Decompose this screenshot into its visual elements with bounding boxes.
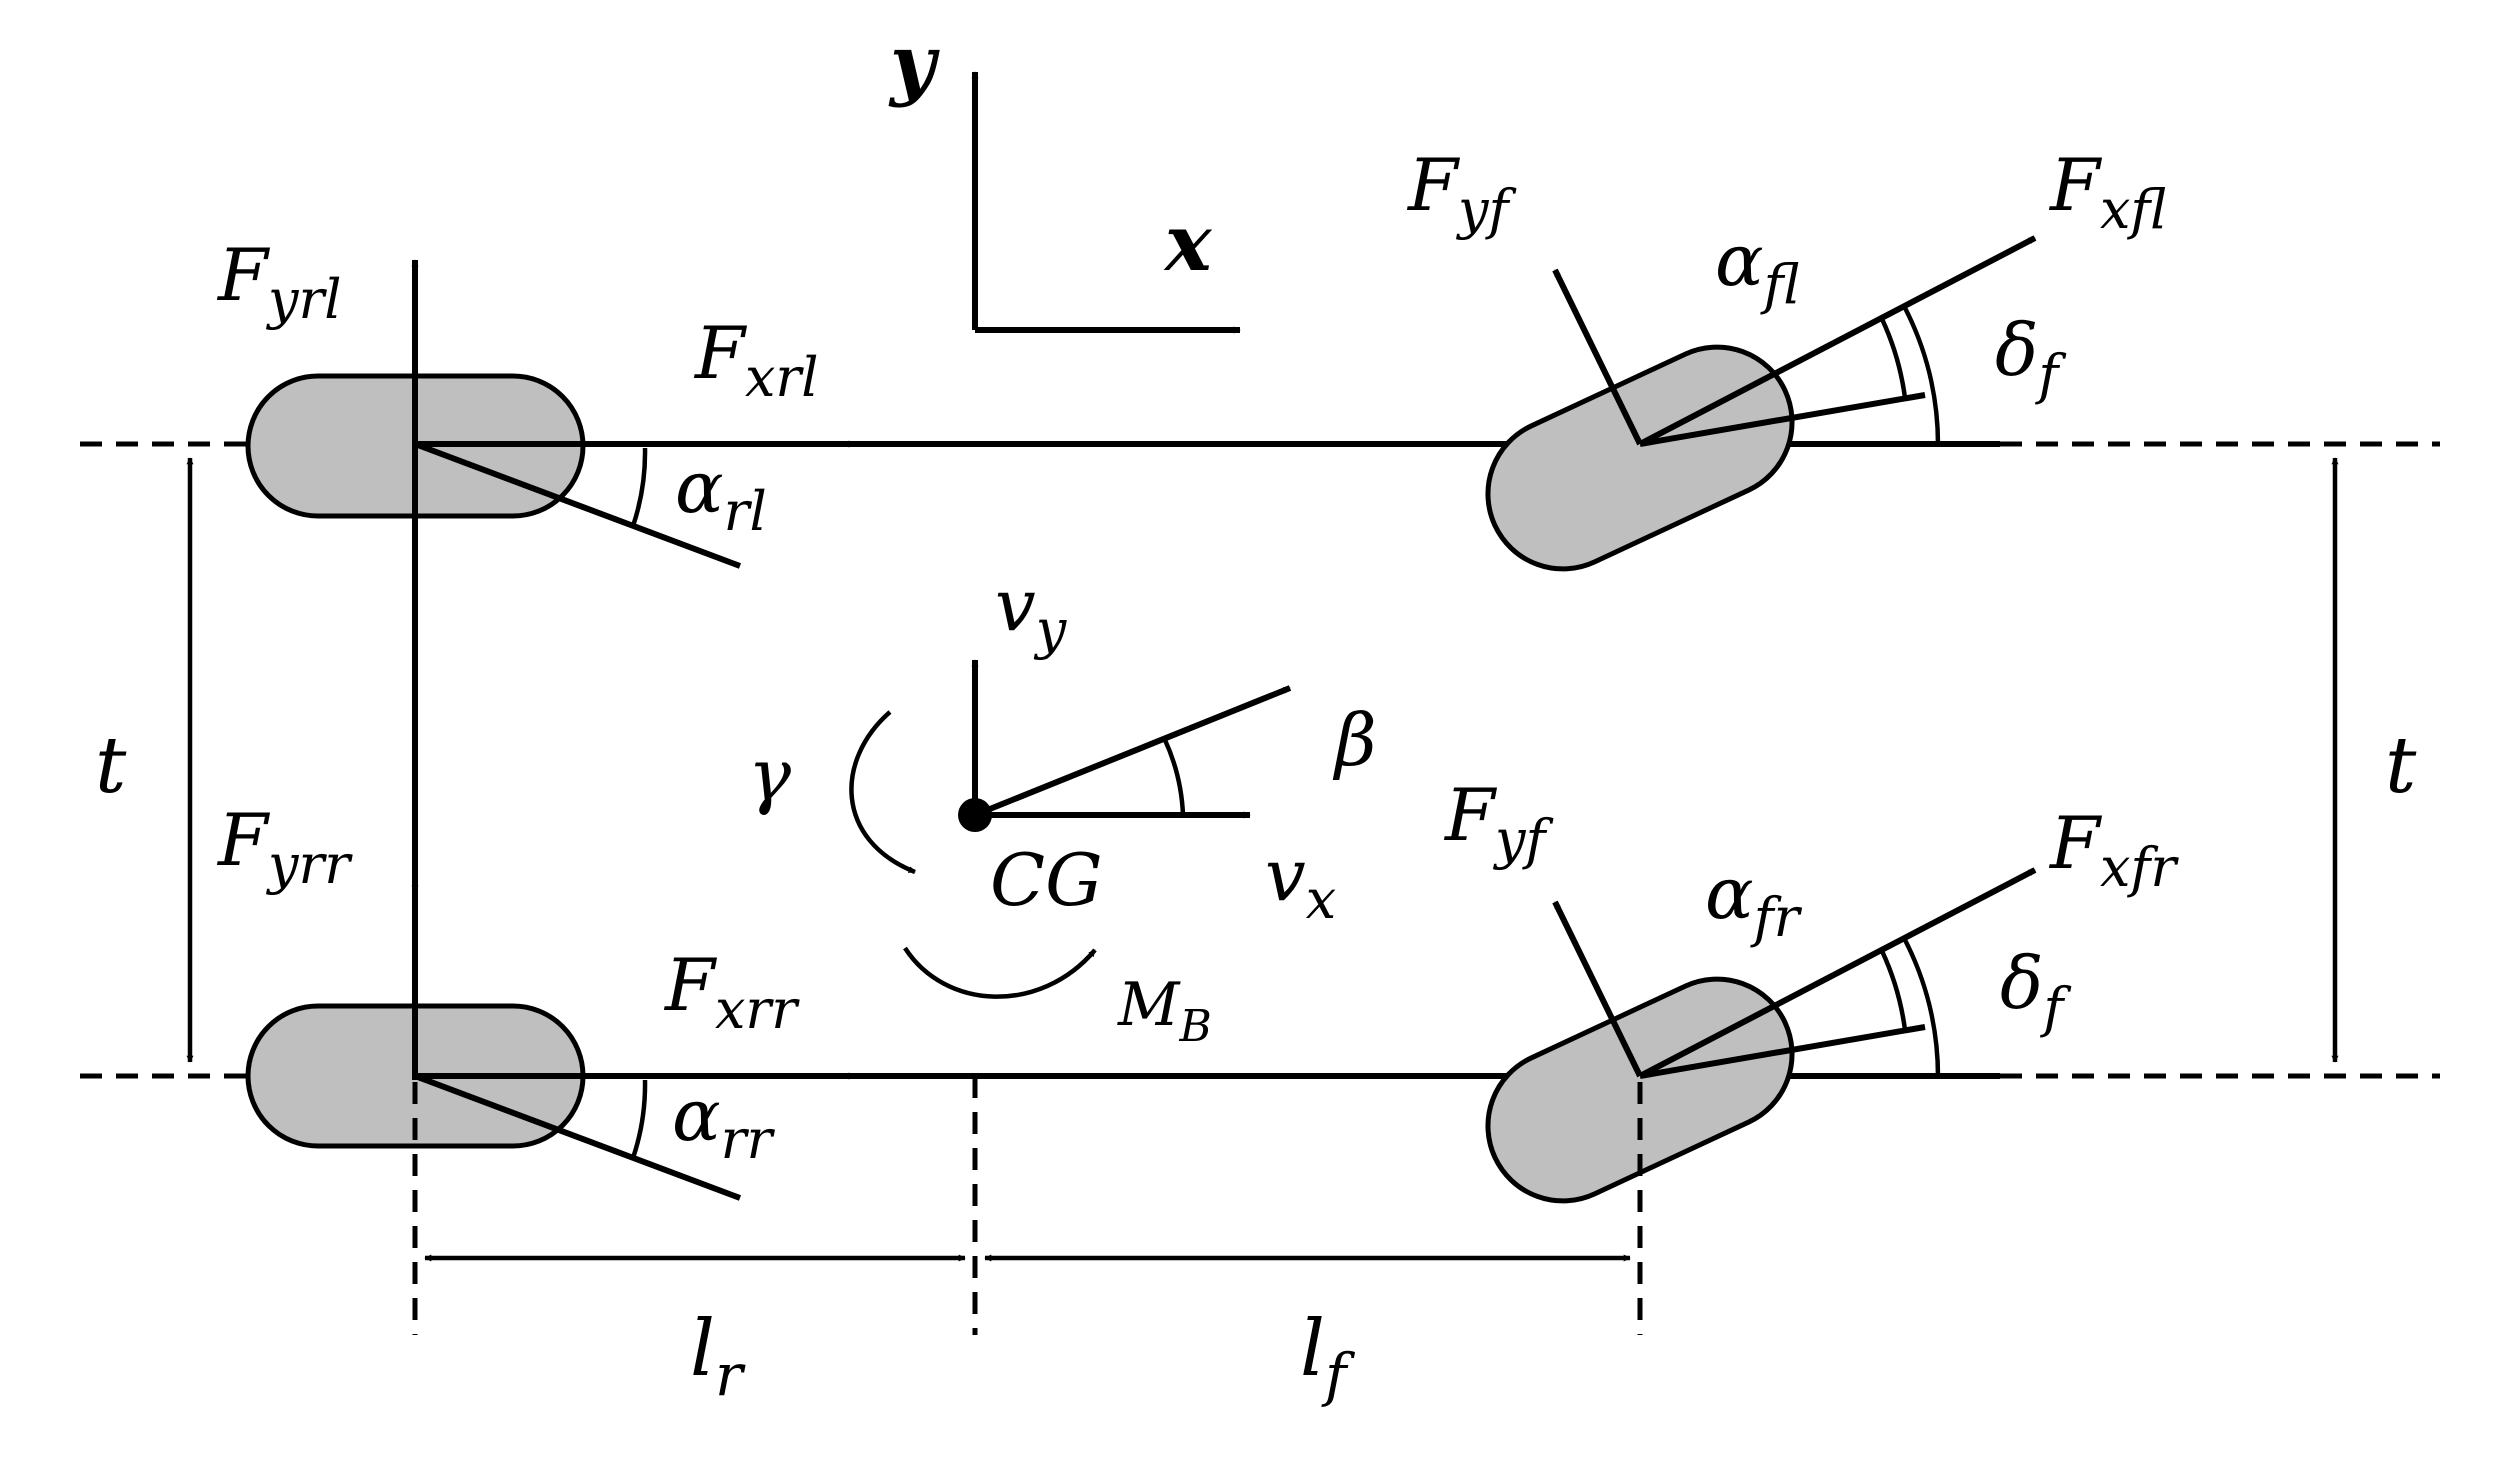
axis-x-label: x — [1163, 198, 1213, 289]
f-xfl-arrow — [1638, 235, 2037, 447]
gamma-label: γ — [748, 733, 792, 817]
f-yrl-label: Fyrl — [216, 233, 342, 331]
alpha-fl-arc — [1879, 318, 1908, 399]
v-y-label: vy — [995, 563, 1068, 661]
delta-f-top-arc — [1902, 304, 1941, 445]
front-left-slip-line — [1639, 392, 1926, 447]
front-left-wheel — [1485, 344, 1795, 572]
alpha-rr-label: αrr — [672, 1073, 775, 1171]
velocity-arrow — [973, 685, 1292, 818]
f-yrr-label: Fyrr — [216, 798, 353, 896]
beta-label: β — [1332, 698, 1377, 782]
alpha-fl-label: αfl — [1715, 218, 1800, 316]
cg-point — [958, 798, 992, 832]
delta-f-bottom-arc — [1902, 936, 1941, 1077]
front-right-slip-line — [1639, 1024, 1926, 1079]
f-yf-bottom-arrow — [1552, 900, 1643, 1078]
t-right-label: t — [2385, 721, 2417, 811]
f-xfr-label: Fxfr — [2048, 801, 2179, 899]
beta-arc — [1162, 739, 1186, 816]
alpha-rl-arc — [630, 447, 648, 527]
lr-label: lr — [690, 1304, 746, 1409]
f-yf-top-arrow — [1552, 268, 1643, 446]
v-x-label: vx — [1265, 833, 1336, 931]
f-xfl-label: Fxfl — [2048, 143, 2166, 241]
axis-y-label: y — [888, 18, 940, 109]
t-left-label: t — [95, 721, 127, 811]
gamma-arc-arrow — [849, 710, 916, 875]
f-yf-top-label: Fyf — [1406, 143, 1516, 241]
f-xrr-label: Fxrr — [663, 943, 800, 1041]
cg-label: CG — [990, 838, 1103, 922]
lf-label: lf — [1300, 1304, 1356, 1409]
alpha-rr-arc — [630, 1079, 648, 1159]
f-xrl-label: Fxrl — [693, 311, 819, 409]
rear-right-slip-line — [413, 1073, 742, 1201]
delta-f-top-label: δf — [1995, 308, 2066, 406]
rear-left-slip-line — [413, 441, 742, 569]
alpha-fr-arc — [1879, 950, 1908, 1031]
mb-arc-arrow — [903, 946, 1097, 999]
f-yf-bottom-label: Fyf — [1443, 773, 1553, 871]
alpha-rl-label: αrl — [675, 445, 767, 543]
f-xfr-arrow — [1638, 867, 2037, 1079]
mb-label: MB — [1117, 970, 1212, 1052]
alpha-fr-label: αfr — [1705, 851, 1803, 949]
delta-f-bottom-label: δf — [2000, 941, 2071, 1039]
